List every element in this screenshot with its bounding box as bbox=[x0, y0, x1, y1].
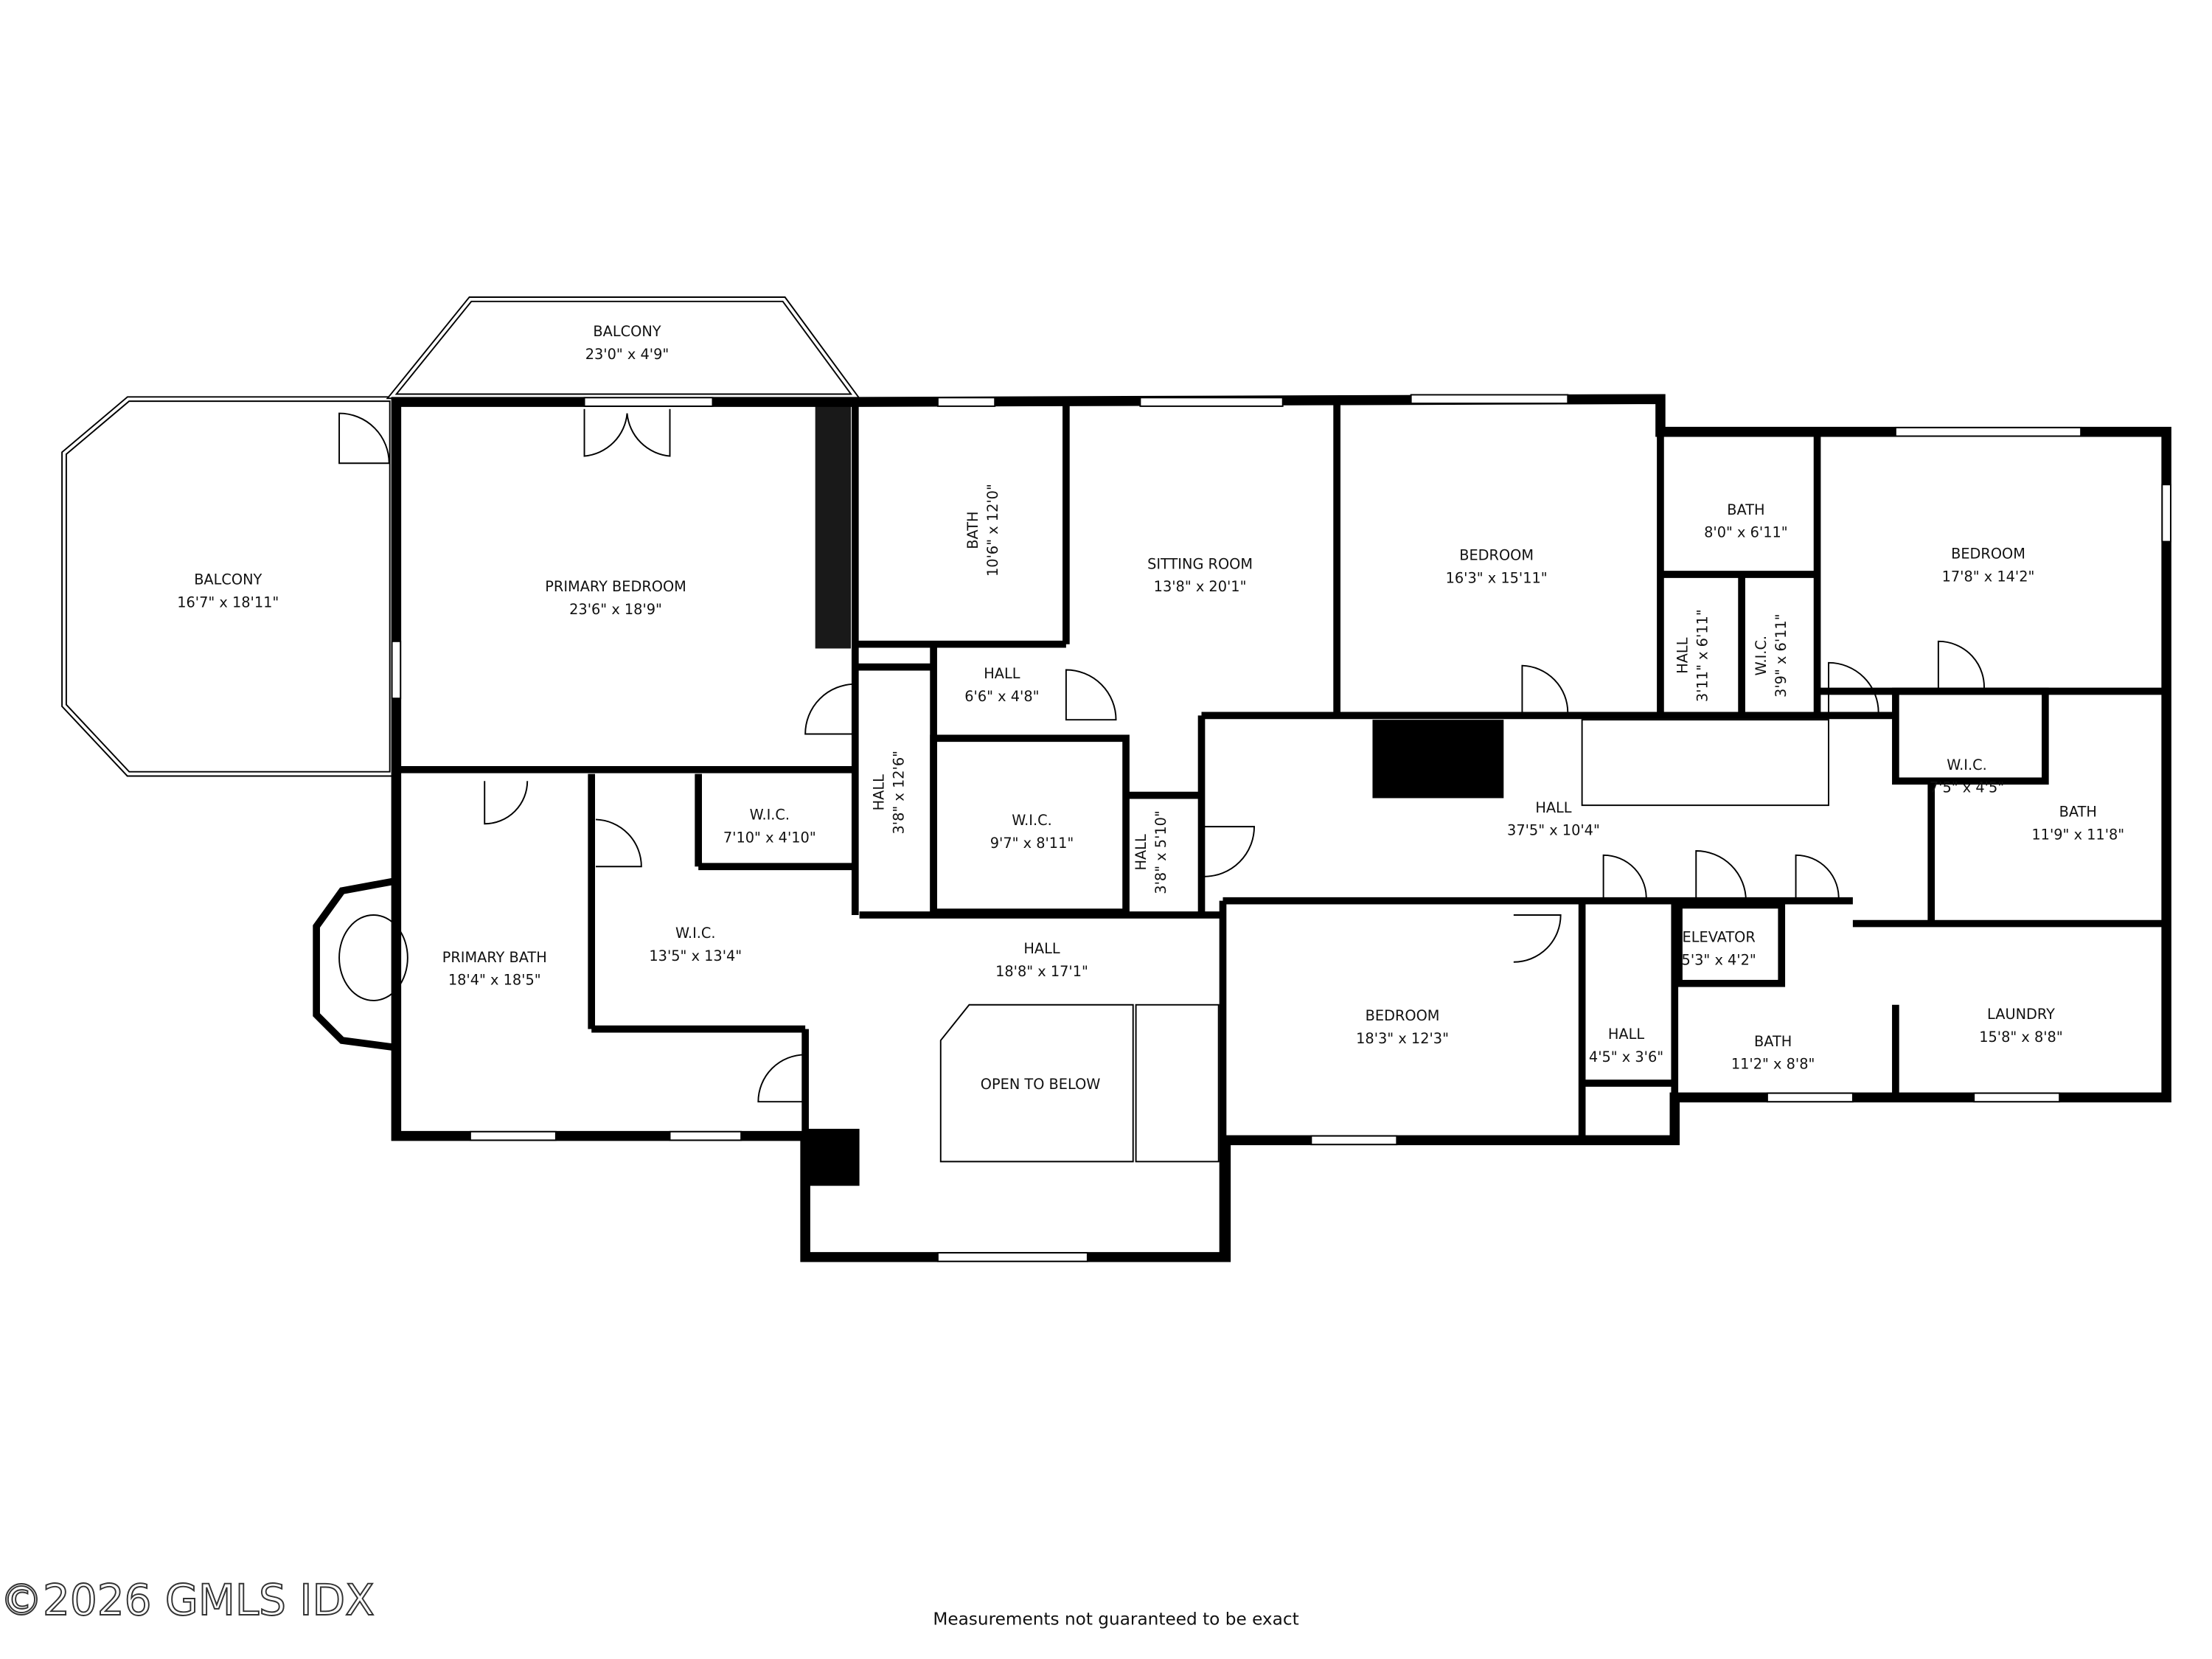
room-balcony-top: BALCONY 23'0" x 4'9" bbox=[585, 323, 669, 363]
disclaimer: Measurements not guaranteed to be exact bbox=[933, 1610, 1298, 1630]
room-name: BATH bbox=[964, 511, 981, 549]
room-name: BEDROOM bbox=[1951, 546, 2025, 563]
room-wic-9-7: W.I.C. 9'7" x 8'11" bbox=[990, 812, 1074, 852]
room-elevator: ELEVATOR 5'3" x 4'2" bbox=[1682, 929, 1756, 969]
room-name: PRIMARY BATH bbox=[442, 949, 547, 966]
room-bedroom-3: BEDROOM 17'8" x 14'2" bbox=[1942, 546, 2035, 585]
room-name: LAUNDRY bbox=[1987, 1006, 2055, 1023]
room-name: HALL bbox=[870, 774, 887, 810]
room-name: BALCONY bbox=[194, 571, 262, 588]
exterior-walls bbox=[391, 394, 2171, 1262]
room-name: BATH bbox=[1727, 501, 1764, 518]
room-name: HALL bbox=[1023, 940, 1060, 957]
room-name: W.I.C. bbox=[750, 806, 790, 823]
room-sitting-room: SITTING ROOM 13'8" x 20'1" bbox=[1147, 555, 1253, 595]
room-dims: 3'11" x 6'11" bbox=[1694, 609, 1711, 702]
room-bedroom-2: BEDROOM 16'3" x 15'11" bbox=[1446, 547, 1548, 587]
room-name: HALL bbox=[1674, 637, 1691, 673]
room-dims: 18'8" x 17'1" bbox=[995, 963, 1088, 980]
room-dims: 23'0" x 4'9" bbox=[585, 346, 669, 363]
room-wic-7-5: W.I.C. 7'5" x 4'5" bbox=[1930, 757, 2004, 796]
bathtub-icon bbox=[338, 914, 408, 1001]
room-name: OPEN TO BELOW bbox=[981, 1076, 1101, 1093]
room-name: BATH bbox=[2059, 804, 2097, 821]
room-name: W.I.C. bbox=[1753, 636, 1770, 675]
room-wic-13-5: W.I.C. 13'5" x 13'4" bbox=[649, 925, 742, 964]
windows bbox=[391, 394, 2171, 1262]
room-name: ELEVATOR bbox=[1683, 929, 1756, 946]
room-balcony-left: BALCONY 16'7" x 18'11" bbox=[177, 571, 279, 611]
room-primary-bedroom: PRIMARY BEDROOM 23'6" x 18'9" bbox=[545, 578, 686, 618]
bay-window bbox=[313, 876, 400, 1052]
room-dims: 7'5" x 4'5" bbox=[1930, 779, 2004, 796]
room-dims: 13'8" x 20'1" bbox=[1154, 578, 1247, 595]
room-name: BEDROOM bbox=[1366, 1007, 1440, 1024]
room-dims: 9'7" x 8'11" bbox=[990, 835, 1074, 852]
room-dims: 7'10" x 4'10" bbox=[723, 829, 816, 846]
room-labels: BALCONY 16'7" x 18'11" BALCONY 23'0" x 4'9… bbox=[177, 323, 2124, 1093]
room-laundry: LAUNDRY 15'8" x 8'8" bbox=[1979, 1006, 2063, 1046]
room-dims: 16'7" x 18'11" bbox=[177, 594, 279, 611]
room-name: HALL bbox=[984, 665, 1020, 682]
room-dims: 23'6" x 18'9" bbox=[569, 601, 662, 618]
room-wic-narrow: W.I.C.3'9" x 6'11" bbox=[1753, 613, 1790, 698]
room-dims: 18'3" x 12'3" bbox=[1356, 1030, 1449, 1047]
room-dims: 17'8" x 14'2" bbox=[1942, 568, 2035, 585]
watermark: ©2026 GMLS IDX bbox=[0, 1575, 375, 1625]
room-dims: 10'6" x 12'0" bbox=[984, 484, 1001, 577]
room-dims: 13'5" x 13'4" bbox=[649, 947, 742, 964]
room-bedroom-4: BEDROOM 18'3" x 12'3" bbox=[1356, 1007, 1449, 1047]
room-dims: 4'5" x 3'6" bbox=[1589, 1048, 1663, 1065]
interior-walls bbox=[396, 402, 2167, 1257]
room-name: W.I.C. bbox=[1012, 812, 1051, 829]
room-name: BEDROOM bbox=[1459, 547, 1534, 564]
room-dims: 11'2" x 8'8" bbox=[1731, 1056, 1815, 1073]
room-name: HALL bbox=[1535, 799, 1571, 816]
room-dims: 5'3" x 4'2" bbox=[1682, 952, 1756, 969]
room-open-to-below: OPEN TO BELOW bbox=[981, 1076, 1101, 1093]
room-name: W.I.C. bbox=[1947, 757, 1986, 773]
room-hall-4-5: HALL 4'5" x 3'6" bbox=[1589, 1026, 1663, 1065]
room-dims: 11'9" x 11'8" bbox=[2031, 827, 2124, 844]
room-name: PRIMARY BEDROOM bbox=[545, 578, 686, 595]
room-dims: 3'8" x 12'6" bbox=[891, 751, 908, 835]
room-hall-18-8: HALL 18'8" x 17'1" bbox=[995, 940, 1088, 980]
room-name: BALCONY bbox=[593, 323, 661, 340]
room-dims: 15'8" x 8'8" bbox=[1979, 1029, 2063, 1046]
stairs bbox=[939, 719, 1829, 1163]
balcony-outlines bbox=[61, 296, 861, 777]
room-dims: 18'4" x 18'5" bbox=[448, 972, 541, 989]
room-hall-main: HALL 37'5" x 10'4" bbox=[1507, 799, 1600, 839]
room-name: HALL bbox=[1133, 834, 1150, 870]
room-bath-11-2: BATH 11'2" x 8'8" bbox=[1731, 1033, 1815, 1073]
room-hall-6-6: HALL 6'6" x 4'8" bbox=[964, 665, 1039, 705]
room-name: HALL bbox=[1608, 1026, 1644, 1043]
room-dims: 3'8" x 5'10" bbox=[1152, 810, 1169, 894]
room-dims: 6'6" x 4'8" bbox=[964, 688, 1039, 705]
room-name: SITTING ROOM bbox=[1147, 555, 1253, 572]
room-dims: 8'0" x 6'11" bbox=[1704, 524, 1788, 541]
room-primary-bath: PRIMARY BATH 18'4" x 18'5" bbox=[442, 949, 547, 989]
room-dims: 3'9" x 6'11" bbox=[1773, 613, 1790, 698]
room-bath-11-9: BATH 11'9" x 11'8" bbox=[2031, 804, 2124, 844]
room-dims: 37'5" x 10'4" bbox=[1507, 822, 1600, 839]
room-name: W.I.C. bbox=[675, 925, 715, 942]
room-name: BATH bbox=[1754, 1033, 1792, 1050]
doors bbox=[338, 408, 1985, 1103]
room-wic-7-10: W.I.C. 7'10" x 4'10" bbox=[723, 806, 816, 846]
room-dims: 16'3" x 15'11" bbox=[1446, 570, 1548, 587]
room-bath-small: BATH 8'0" x 6'11" bbox=[1704, 501, 1788, 541]
